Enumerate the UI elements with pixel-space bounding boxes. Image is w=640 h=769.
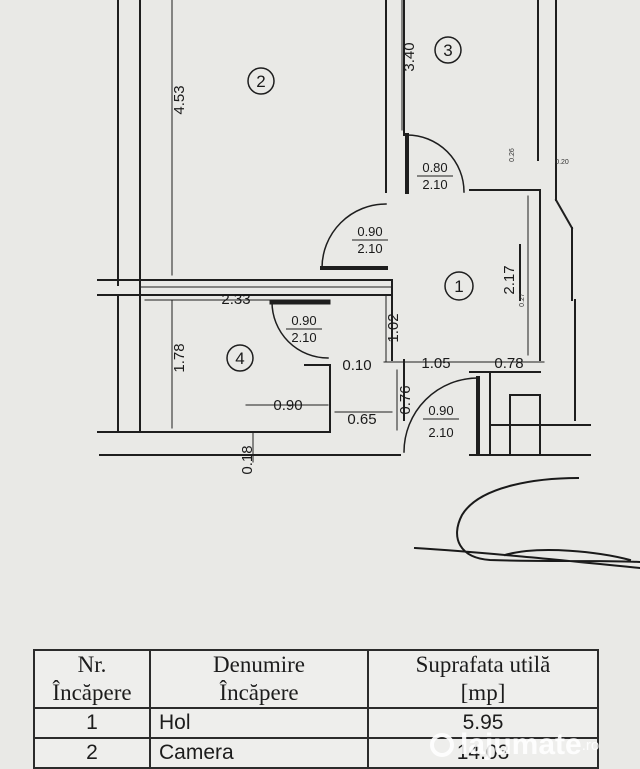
signature-scribble xyxy=(413,476,640,570)
door-swing-entry xyxy=(403,377,479,453)
dim-233: 2.33 xyxy=(221,291,250,308)
door-swing-room2 xyxy=(321,203,387,269)
room1-circle xyxy=(444,271,474,301)
watermark-tld: .ro xyxy=(581,736,600,754)
row-nr: 1 xyxy=(33,707,151,739)
room2-circle xyxy=(247,67,275,95)
svg-text:0.80: 0.80 xyxy=(422,160,447,175)
room4-number: 4 xyxy=(235,349,244,368)
header-nr: Nr. Încăpere xyxy=(33,649,151,709)
watermark-brand: lajumate xyxy=(460,728,582,761)
mark-027: 0.27 xyxy=(519,293,526,307)
header-name-line1: Denumire xyxy=(213,652,305,677)
table-row: 2 Camera 14.03 xyxy=(33,737,599,769)
wall-right-c xyxy=(554,198,574,230)
table-header-row: Nr. Încăpere Denumire Încăpere Suprafata… xyxy=(33,649,599,709)
room3-number: 3 xyxy=(443,41,452,60)
dim-105: 1.05 xyxy=(421,355,450,372)
header-area-line2: [mp] xyxy=(460,680,506,705)
mark-026: 0.26 xyxy=(509,148,516,162)
door-label-entry: 0.90 2.10 xyxy=(423,403,459,440)
svg-text:0.90: 0.90 xyxy=(428,403,453,418)
door-label-room3: 0.80 2.10 xyxy=(417,160,453,192)
dim-room4-length: 1.78 xyxy=(171,343,188,372)
dim-090: 0.90 xyxy=(273,397,302,414)
header-area-line1: Suprafata utilă xyxy=(415,652,551,677)
watermark-logo: lajumate.ro xyxy=(430,728,630,762)
svg-text:0.90: 0.90 xyxy=(357,224,382,239)
svg-text:2.10: 2.10 xyxy=(428,425,453,440)
header-nr-line2: Încăpere xyxy=(52,680,132,705)
header-name: Denumire Încăpere xyxy=(149,649,369,709)
dim-078: 0.78 xyxy=(494,355,523,372)
door-swing-room3 xyxy=(406,134,465,193)
dim-room3-width: 3.40 xyxy=(401,42,418,71)
room2-number: 2 xyxy=(256,72,265,91)
svg-text:2.10: 2.10 xyxy=(422,177,447,192)
header-name-line2: Încăpere xyxy=(219,680,299,705)
mark-020: 0.20 xyxy=(555,159,569,166)
dim-102: 1.02 xyxy=(385,313,402,342)
header-nr-line1: Nr. xyxy=(77,652,107,677)
row-area: 14.03 xyxy=(367,737,599,769)
dim-217: 2.17 xyxy=(501,265,518,294)
row-name: Camera xyxy=(149,737,369,769)
room3-circle xyxy=(434,36,462,64)
door-swing-room4 xyxy=(271,301,329,359)
door-label-room4: 0.90 2.10 xyxy=(286,313,322,345)
svg-text:0.90: 0.90 xyxy=(291,313,316,328)
svg-text:2.10: 2.10 xyxy=(357,241,382,256)
door-label-room2: 0.90 2.10 xyxy=(352,224,388,256)
dim-065: 0.65 xyxy=(347,411,376,428)
room4-circle xyxy=(226,344,254,372)
table-row: 1 Hol 5.95 xyxy=(33,707,599,739)
row-name: Hol xyxy=(149,707,369,739)
room-area-table: Nr. Încăpere Denumire Încăpere Suprafata… xyxy=(33,649,599,769)
svg-text:2.10: 2.10 xyxy=(291,330,316,345)
dim-room2-length: 4.53 xyxy=(171,85,188,114)
room1-number: 1 xyxy=(454,277,463,296)
floor-plan: 2 3 1 4 4.53 3.40 2.33 1.78 1.02 2.17 0.… xyxy=(97,0,640,570)
dim-010: 0.10 xyxy=(342,357,371,374)
row-area: 5.95 xyxy=(367,707,599,739)
header-area: Suprafata utilă [mp] xyxy=(367,649,599,709)
dim-076: 0.76 xyxy=(397,385,414,414)
watermark-ring-icon xyxy=(430,733,454,757)
dim-018: 0.18 xyxy=(239,445,256,474)
row-nr: 2 xyxy=(33,737,151,769)
